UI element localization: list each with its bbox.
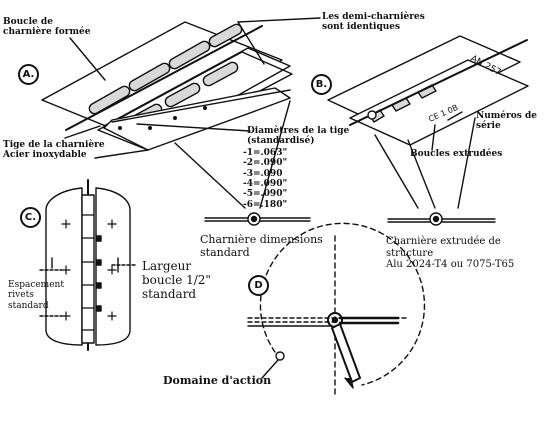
diameters-list: -1=.063" -2=.090" -3=.090 -4=.090" -5=.0… [243, 148, 287, 210]
badge-a: A. [18, 64, 39, 85]
hinge-a-drawing [41, 17, 321, 209]
label-diametres-title: Diamètres de la tige (standardisé) [247, 126, 350, 147]
diameter-item-6: -6=.180" [243, 199, 288, 210]
label-boucle-formee: Boucle de charnière formée [3, 17, 91, 38]
end-view-extruded-hinge [387, 212, 496, 226]
label-numeros: Numéros de série [476, 111, 537, 132]
end-view-standard-hinge [204, 212, 311, 226]
diameter-item-1: -1=.063" [243, 148, 288, 158]
badge-c: C. [20, 207, 41, 228]
label-boucles-extrudees: Boucles extrudées [410, 149, 503, 159]
label-demi-charnieres: Les demi-charnières sont identiques [322, 12, 425, 33]
label-domaine: Domaine d'action [163, 374, 272, 387]
label-tige: Tige de la charnière Acier inoxydable [3, 140, 105, 161]
hinge-c-drawing [39, 179, 138, 351]
label-largeur: Largeur boucle 1/2" standard [142, 259, 211, 301]
label-charniere-dimensions: Charnière dimensions standard [200, 233, 323, 259]
diameter-item-3: -3=.090 [243, 168, 283, 179]
diameter-item-2: -2=.090" [243, 158, 288, 169]
diameter-item-5: -5=.090" [243, 189, 288, 200]
hinge-b-drawing: AN 257 CE 1 0B [327, 35, 529, 209]
diameter-item-4: -4=.090" [243, 179, 288, 190]
badge-b: B. [311, 74, 332, 95]
label-espacement: Espacement rivets standard [8, 280, 64, 311]
label-charniere-extrudee: Charnière extrudée de structure Alu 2024… [386, 236, 515, 270]
badge-d: D [248, 275, 269, 296]
